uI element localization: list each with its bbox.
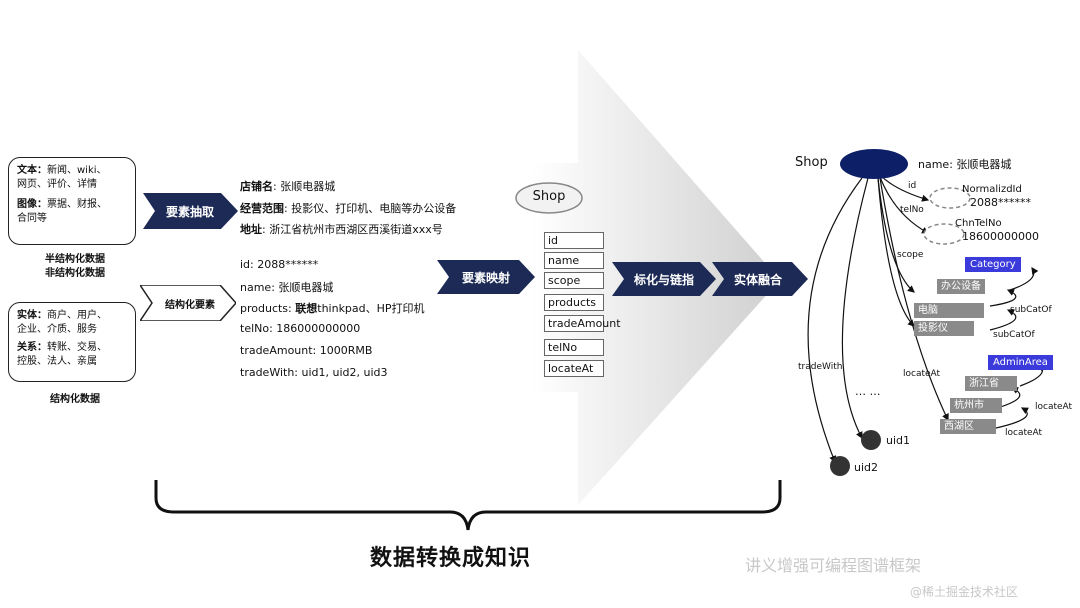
shop-name-label: 店铺名: [240, 180, 273, 193]
bottom-title: 数据转换成知识: [370, 546, 532, 571]
products-items: thinkpad、HP打印机: [317, 302, 425, 315]
scope-label: 经营范围: [240, 202, 284, 215]
structured-source-box: 实体：商户、用户、 企业、介质、服务 关系：转账、交易、 控股、法人、亲属: [8, 302, 136, 382]
entity-items-2: 企业、介质、服务: [17, 324, 97, 335]
kg-computer: 电脑: [914, 303, 984, 318]
schema-field-locate-at: locateAt: [544, 360, 604, 377]
kg-chntel-label: ChnTelNo: [955, 218, 1002, 229]
text-items-2: 网页、评价、详情: [17, 179, 97, 190]
watermark-site: @稀土掘金技术社区: [910, 585, 1019, 599]
relation-label: 关系：: [17, 342, 47, 353]
semi-structured-caption: 半结构化数据: [45, 254, 105, 265]
address-line: 地址: 浙江省杭州市西湖区西溪街道xxx号: [240, 221, 443, 237]
structured-caption: 结构化数据: [50, 394, 100, 405]
field-trade-amount: tradeAmount: 1000RMB: [240, 344, 373, 357]
field-trade-with: tradeWith: uid1, uid2, uid3: [240, 366, 388, 379]
field-telno: telNo: 186000000000: [240, 322, 361, 335]
relation-items-2: 控股、法人、亲属: [17, 356, 97, 367]
kg-projector: 投影仪: [914, 321, 974, 336]
watermark-title: 讲义增强可编程图谱框架: [745, 556, 922, 575]
kg-xihu: 西湖区: [940, 419, 996, 434]
entity-label: 实体：: [17, 310, 47, 321]
kg-edge-telno: telNo: [900, 205, 924, 215]
structured-chevron-shape: [140, 285, 236, 321]
schema-field-products: products: [544, 294, 604, 311]
address-label: 地址: [240, 223, 262, 236]
kg-office-equipment: 办公设备: [937, 279, 985, 294]
image-items: 票据、财报、: [47, 199, 107, 210]
kg-name-attribute: name: 张顺电器城: [918, 158, 1012, 171]
address-value: : 浙江省杭州市西湖区西溪街道xxx号: [262, 223, 443, 236]
kg-zhejiang: 浙江省: [965, 376, 1017, 391]
kg-edge-tradewith: tradeWith: [798, 362, 843, 372]
kg-locate-at-hangzhou: locateAt: [1005, 428, 1043, 438]
extract-step-label: 要素抽取: [165, 204, 214, 219]
schema-field-id: id: [544, 232, 604, 249]
products-label: products:: [240, 302, 296, 315]
schema-shop-label: Shop: [532, 189, 566, 204]
kg-category-class: Category: [965, 257, 1021, 272]
kg-normid-label: NormalizdId: [962, 184, 1022, 195]
kg-locate-at-zhejiang: locateAt: [1035, 402, 1073, 412]
mapping-step-label: 要素映射: [461, 270, 510, 285]
scope-value: : 投影仪、打印机、电脑等办公设备: [284, 202, 457, 215]
unstructured-caption: 非结构化数据: [45, 268, 105, 279]
kg-edge-id: id: [908, 181, 917, 191]
scope-line: 经营范围: 投影仪、打印机、电脑等办公设备: [240, 200, 456, 216]
products-brand: 联想: [295, 302, 318, 315]
kg-uid2: uid2: [854, 461, 879, 474]
bottom-brace: [154, 480, 782, 531]
kg-subcatof-1: subCatOf: [1010, 305, 1052, 315]
kg-shop-label: Shop: [795, 155, 828, 170]
mapping-chevron-shape: [437, 260, 535, 294]
structured-step-label: 结构化要素: [165, 299, 215, 311]
field-id: id: 2088******: [240, 258, 319, 271]
shop-name-value: : 张顺电器城: [273, 180, 336, 193]
schema-field-trade-amount: tradeAmount: [544, 315, 621, 332]
kg-subcatof-2: subCatOf: [993, 330, 1035, 340]
normalize-step-label: 标化与链指: [633, 272, 694, 287]
schema-field-name: name: [544, 252, 604, 269]
unstructured-source-box: 文本：新闻、wiki、 网页、评价、详情 图像：票据、财报、 合同等: [8, 157, 136, 245]
normalize-chevron-shape: [612, 262, 716, 296]
field-name: name: 张顺电器城: [240, 281, 334, 294]
kg-locate-at-edge: locateAt: [903, 369, 941, 379]
entity-items: 商户、用户、: [47, 310, 107, 321]
shop-name-line: 店铺名: 张顺电器城: [240, 178, 335, 194]
image-label: 图像：: [17, 199, 47, 210]
text-label: 文本：: [17, 165, 47, 176]
fusion-step-label: 实体融合: [733, 272, 782, 287]
kg-chntel-value: 18600000000: [962, 230, 1039, 243]
image-items-2: 合同等: [17, 213, 47, 224]
schema-field-telno: telNo: [544, 339, 604, 356]
relation-items: 转账、交易、: [47, 342, 107, 353]
schema-shop-node: [515, 182, 583, 214]
field-products: products: 联想thinkpad、HP打印机: [240, 300, 425, 316]
kg-hangzhou: 杭州市: [950, 398, 1002, 413]
kg-edge-scope: scope: [897, 250, 924, 260]
kg-ellipsis: … …: [855, 385, 881, 398]
extract-chevron-shape: [143, 193, 238, 229]
text-items: 新闻、wiki、: [47, 165, 107, 176]
kg-adminarea-class: AdminArea: [988, 355, 1053, 370]
kg-normid-value: 2088******: [970, 196, 1031, 209]
fusion-chevron-shape: [712, 262, 808, 296]
kg-uid1: uid1: [886, 434, 911, 447]
schema-field-scope: scope: [544, 272, 604, 289]
